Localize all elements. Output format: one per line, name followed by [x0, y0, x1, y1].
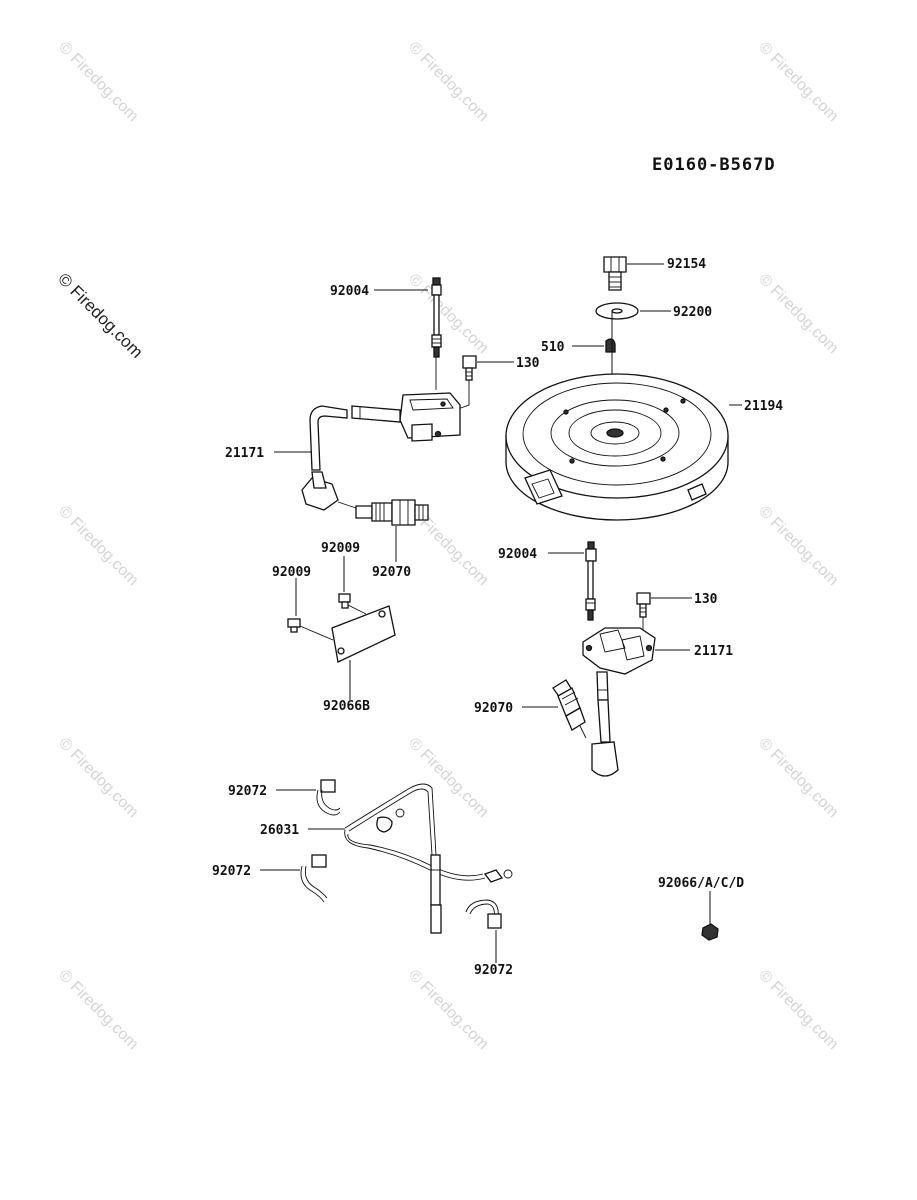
watermark: © Firedog.com: [55, 735, 141, 821]
watermark: © Firedog.com: [755, 967, 841, 1053]
screw-92009-upper: [338, 593, 367, 615]
screw-130-left: [454, 355, 477, 411]
spark-plug-92070-right: [552, 679, 587, 739]
plate-group: [287, 556, 396, 700]
screw-92009-lower: [287, 618, 334, 641]
label-92009-lower: 92009: [272, 565, 311, 580]
label-510: 510: [541, 340, 565, 355]
spark-plug-92070-left: [355, 499, 429, 526]
watermarks: © Firedog.com © Firedog.com © Firedog.co…: [54, 39, 841, 1053]
label-130-top: 130: [516, 356, 540, 371]
ignition-coil-21171-left: [301, 392, 461, 511]
stud-92004-left: [431, 277, 442, 390]
watermark: © Firedog.com: [405, 39, 491, 125]
label-92066B: 92066B: [323, 699, 370, 714]
watermark-main: © Firedog.com: [54, 269, 146, 361]
bolt-92154: [603, 256, 627, 291]
label-92072-c: 92072: [474, 963, 513, 978]
diagram-code: E0160-B567D: [652, 155, 776, 175]
label-130-right: 130: [694, 592, 718, 607]
watermark: © Firedog.com: [755, 735, 841, 821]
label-92070-left: 92070: [372, 565, 411, 580]
watermark: © Firedog.com: [55, 503, 141, 589]
key-510: [605, 338, 616, 353]
label-92004-right: 92004: [498, 547, 537, 562]
label-92072-b: 92072: [212, 864, 251, 879]
right-coil-group: [522, 541, 692, 777]
left-coil-group: [274, 277, 514, 562]
screw-130-right: [636, 592, 651, 636]
watermark: © Firedog.com: [405, 967, 491, 1053]
watermark: © Firedog.com: [755, 503, 841, 589]
label-92200: 92200: [673, 305, 712, 320]
watermark: © Firedog.com: [405, 271, 491, 357]
clamp-92072-a: [316, 779, 341, 816]
watermark: © Firedog.com: [55, 39, 141, 125]
label-26031: 26031: [260, 823, 299, 838]
harness-group: [260, 779, 513, 963]
ignition-coil-21171-right: [582, 627, 656, 777]
nut-92066: [701, 891, 719, 941]
washer-92200: [595, 302, 639, 320]
plate-92066B: [331, 605, 396, 663]
clamp-92072-c: [465, 899, 502, 929]
stud-92004-right: [585, 541, 597, 621]
label-92070-right: 92070: [474, 701, 513, 716]
watermark: © Firedog.com: [55, 967, 141, 1053]
label-21171-left: 21171: [225, 446, 264, 461]
harness-26031: [344, 783, 513, 934]
flywheel-21194: [505, 373, 729, 521]
label-92072-a: 92072: [228, 784, 267, 799]
label-92004-top: 92004: [330, 284, 369, 299]
part-labels: 92154 92200 510 21194 92004 130 21171 92…: [212, 257, 783, 978]
label-92066ACD: 92066/A/C/D: [658, 876, 744, 891]
label-21171-right: 21171: [694, 644, 733, 659]
watermark: © Firedog.com: [405, 735, 491, 821]
watermark: © Firedog.com: [755, 271, 841, 357]
flywheel-group: [505, 256, 742, 521]
label-21194: 21194: [744, 399, 783, 414]
watermark: © Firedog.com: [755, 39, 841, 125]
label-92154: 92154: [667, 257, 706, 272]
label-92009-upper: 92009: [321, 541, 360, 556]
clamp-92072-b: [300, 854, 328, 903]
